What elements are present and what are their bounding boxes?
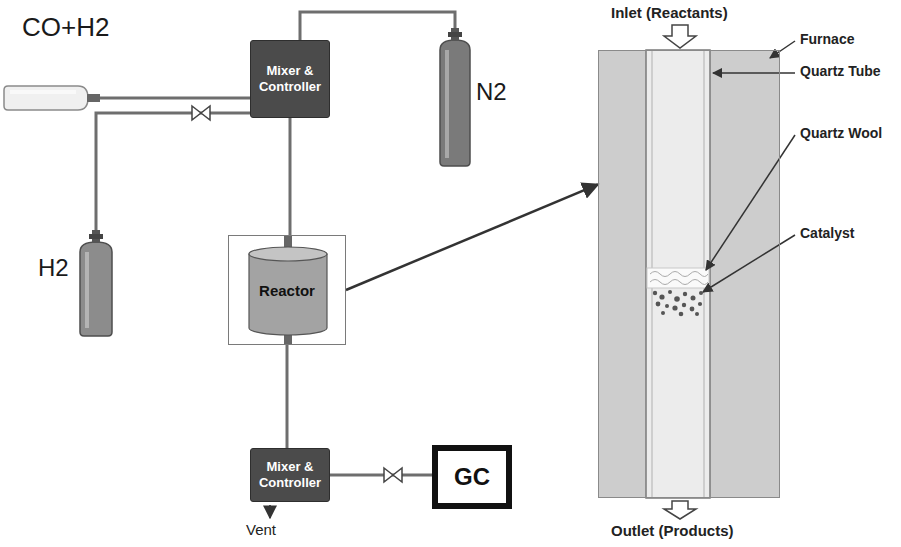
reactor-vessel bbox=[249, 254, 327, 335]
pipe-connector bbox=[330, 474, 432, 477]
leader-line bbox=[706, 135, 795, 270]
node-label: CO+H2 bbox=[22, 14, 109, 40]
node-label: GC bbox=[454, 463, 490, 491]
cylinder-valve bbox=[448, 32, 462, 37]
callout-label: Catalyst bbox=[800, 226, 854, 241]
catalyst-grains bbox=[653, 290, 703, 316]
quartz-wool bbox=[647, 268, 709, 288]
quartz-tube bbox=[646, 50, 710, 498]
callout-label: Quartz Tube bbox=[800, 64, 881, 79]
inlet-arrow bbox=[664, 25, 696, 48]
cylinder-valve bbox=[89, 234, 103, 239]
gas-cylinder: N2 bbox=[440, 28, 470, 166]
callout-label: Quartz Wool bbox=[800, 126, 882, 141]
vent-line bbox=[269, 505, 271, 518]
gas-cylinder: CO+H2 bbox=[4, 86, 100, 110]
node-label: N2 bbox=[476, 80, 507, 104]
cylinder-highlight bbox=[445, 50, 449, 158]
pipe-connector bbox=[286, 345, 289, 448]
furnace-detail-panel: Inlet (Reactants)Outlet (Products) bbox=[598, 50, 780, 498]
quartz-wool-fibres bbox=[650, 272, 708, 285]
gc-box: GC bbox=[432, 445, 512, 509]
cylinder-nozzle bbox=[87, 94, 100, 102]
cylinder-body bbox=[440, 40, 470, 166]
reactor-nozzle bbox=[284, 236, 292, 248]
valve-symbol bbox=[192, 106, 210, 120]
pipe-connector bbox=[289, 118, 292, 235]
outlet-arrow bbox=[664, 501, 696, 519]
cylinder-highlight bbox=[85, 252, 89, 328]
node-label: Mixer & Controller bbox=[255, 459, 325, 490]
valve-symbol bbox=[384, 468, 402, 482]
reactor-box: Reactor bbox=[228, 235, 346, 345]
node-shape bbox=[440, 28, 470, 166]
cylinder-body bbox=[80, 242, 112, 336]
cylinder-body bbox=[4, 86, 88, 110]
pipe-connector bbox=[346, 184, 598, 290]
mixer-controller-box: Mixer & Controller bbox=[250, 40, 330, 118]
node-label: H2 bbox=[38, 256, 69, 280]
node-shape bbox=[4, 86, 100, 110]
vent-label: Vent bbox=[246, 522, 276, 539]
callout-label: Furnace bbox=[800, 32, 854, 47]
node-label: Reactor bbox=[259, 282, 315, 299]
gas-cylinder: H2 bbox=[80, 230, 112, 336]
node-label: Inlet (Reactants) bbox=[611, 5, 728, 22]
leader-line bbox=[703, 235, 795, 292]
leader-line bbox=[713, 72, 795, 74]
cylinder-highlight bbox=[10, 90, 76, 94]
reactor-lid bbox=[249, 247, 327, 261]
pipe-connector bbox=[300, 12, 455, 40]
pipe-connector bbox=[100, 97, 250, 100]
node-shape bbox=[80, 230, 112, 336]
node-label: Mixer & Controller bbox=[255, 63, 325, 94]
pipe-connector bbox=[96, 113, 250, 230]
node-label: Outlet (Products) bbox=[611, 523, 734, 540]
furnace-body bbox=[598, 50, 780, 498]
mixer-controller-box: Mixer & Controller bbox=[250, 448, 330, 502]
